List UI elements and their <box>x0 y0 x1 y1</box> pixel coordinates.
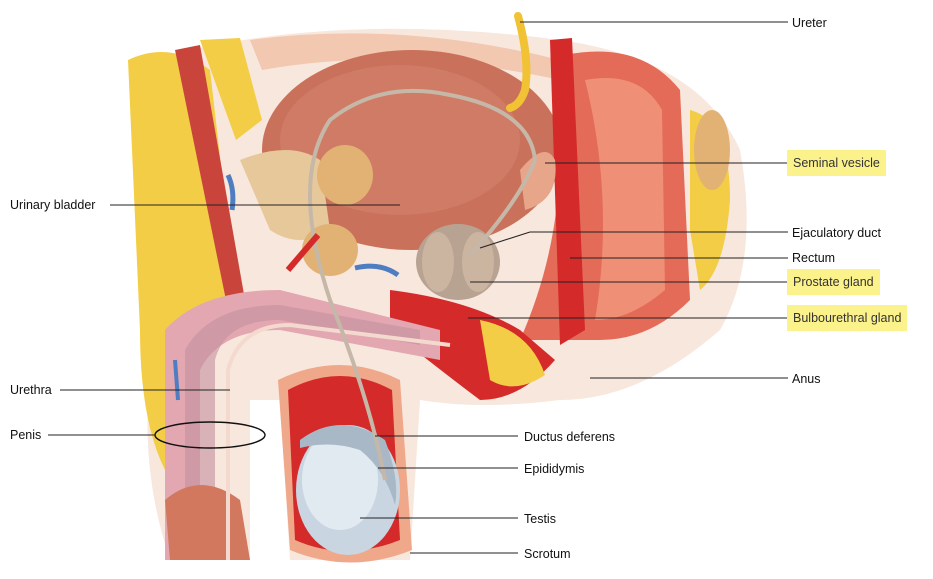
seminal-vesicle-shape <box>520 152 556 210</box>
label-urethra: Urethra <box>10 383 52 397</box>
coccyx <box>694 110 730 190</box>
label-seminal-vesicle: Seminal vesicle <box>787 150 886 176</box>
label-epididymis: Epididymis <box>524 462 585 476</box>
bone-section <box>317 145 373 205</box>
label-prostate-gland: Prostate gland <box>787 269 880 295</box>
ureter-shape <box>506 12 531 112</box>
fat-upper <box>200 38 262 140</box>
label-rectum: Rectum <box>792 251 836 265</box>
label-urinary-bladder: Urinary bladder <box>10 198 96 212</box>
label-ejaculatory-duct: Ejaculatory duct <box>792 226 881 240</box>
label-ductus-deferens: Ductus deferens <box>524 430 616 444</box>
pubic-bone <box>240 150 330 240</box>
label-scrotum: Scrotum <box>524 547 571 561</box>
label-testis: Testis <box>524 512 556 526</box>
label-anus: Anus <box>792 372 821 386</box>
ductus-deferens-path <box>308 88 538 481</box>
urethra-tube <box>226 322 451 560</box>
epididymis-shape <box>300 425 397 505</box>
label-ureter: Ureter <box>792 16 827 30</box>
rectus-muscle <box>175 45 245 310</box>
label-bulbourethral-gland: Bulbourethral gland <box>787 305 908 331</box>
leader-lines <box>48 21 788 554</box>
label-penis: Penis <box>10 428 42 442</box>
